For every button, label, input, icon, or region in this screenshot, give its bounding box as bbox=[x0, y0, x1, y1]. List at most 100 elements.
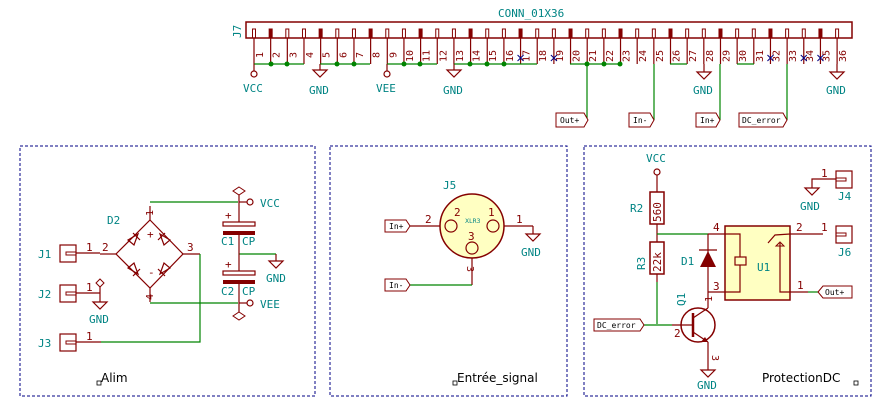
wire-j3-bridge bbox=[101, 254, 201, 343]
vee-symbol-header: VEE bbox=[376, 64, 396, 95]
header-pin-number: 23 bbox=[622, 50, 633, 62]
global-label-in-minus[interactable]: In- bbox=[628, 112, 655, 128]
resistor-r2[interactable]: 560 R2 bbox=[630, 191, 665, 242]
global-label-out-plus[interactable]: Out+ bbox=[555, 112, 589, 128]
no-connect-icon bbox=[817, 54, 824, 62]
global-label-in-plus[interactable]: In+ bbox=[695, 112, 721, 128]
header-pin-number: 28 bbox=[705, 50, 716, 62]
header-pin-stub bbox=[601, 28, 606, 39]
header-pin-number: 36 bbox=[838, 50, 849, 62]
diode-d1[interactable]: D1 bbox=[681, 234, 717, 300]
header-pin-stub bbox=[685, 28, 690, 39]
relay-u1[interactable]: U1 4 3 2 1 bbox=[708, 221, 823, 301]
header-pin-number: 16 bbox=[505, 50, 516, 62]
connector-j4[interactable]: 1 J4 GND bbox=[800, 167, 853, 213]
svg-text:Out+: Out+ bbox=[560, 116, 579, 125]
header-pin-number: 15 bbox=[488, 50, 499, 62]
svg-text:VEE: VEE bbox=[260, 298, 280, 311]
sheet-frame-entree-signal[interactable] bbox=[329, 145, 568, 397]
connector-j6[interactable]: 1 J6 bbox=[821, 221, 853, 259]
svg-text:2: 2 bbox=[674, 327, 681, 340]
svg-text:DC_error: DC_error bbox=[742, 116, 781, 125]
svg-text:1: 1 bbox=[797, 279, 804, 292]
sheet-anchor-icon bbox=[452, 380, 458, 386]
global-label-in-plus-entree[interactable]: In+ bbox=[384, 219, 411, 233]
global-label-in-minus-entree[interactable]: In- bbox=[384, 278, 411, 292]
header-pin-stub bbox=[551, 28, 556, 39]
svg-text:VEE: VEE bbox=[376, 82, 396, 95]
sheet-anchor-icon bbox=[853, 380, 859, 386]
vee-symbol-alim: VEE bbox=[239, 298, 280, 311]
header-pin-number: 18 bbox=[538, 50, 549, 62]
no-connect-icon bbox=[550, 54, 558, 62]
header-pin-stub bbox=[635, 28, 640, 39]
header-pin-stub bbox=[518, 28, 523, 39]
header-pin-stub bbox=[668, 28, 673, 39]
svg-text:+: + bbox=[147, 228, 154, 241]
connector-j1[interactable]: 1 J1 bbox=[38, 241, 100, 263]
svg-text:1: 1 bbox=[516, 213, 523, 226]
header-pin-stub bbox=[535, 28, 540, 39]
svg-text:Q1: Q1 bbox=[675, 293, 688, 306]
sheet-frame-protection-dc[interactable] bbox=[583, 145, 872, 397]
svg-text:1: 1 bbox=[704, 296, 715, 302]
svg-text:J6: J6 bbox=[838, 246, 851, 259]
header-pin-number: 32 bbox=[771, 50, 782, 62]
vcc-symbol-header: VCC bbox=[243, 64, 263, 95]
svg-text:3: 3 bbox=[709, 355, 720, 361]
header-pin-number: 3 bbox=[288, 52, 299, 58]
svg-text:GND: GND bbox=[697, 379, 717, 392]
bridge-rectifier-d2[interactable]: + - 1 2 3 4 D2 bbox=[100, 206, 200, 302]
header-pin-stub bbox=[451, 28, 456, 39]
gnd-symbol-header-4: GND bbox=[826, 64, 846, 97]
sheet-name-entree-signal: Entrée_signal bbox=[457, 371, 538, 385]
resistor-r3[interactable]: 22k R3 bbox=[635, 241, 665, 282]
header-pin-stub bbox=[485, 28, 490, 39]
global-label-out-plus-protection[interactable]: Out+ bbox=[817, 285, 853, 299]
svg-text:GND: GND bbox=[521, 246, 541, 259]
connector-j2[interactable]: 1 J2 GND bbox=[38, 278, 109, 326]
svg-text:4: 4 bbox=[145, 294, 156, 300]
gnd-symbol-header-3: GND bbox=[693, 64, 713, 97]
header-pin-number: 21 bbox=[588, 50, 599, 62]
header-pin-number: 34 bbox=[805, 50, 816, 62]
svg-text:3: 3 bbox=[713, 280, 720, 293]
header-pin-stub bbox=[351, 28, 356, 39]
capacitor-c2[interactable]: + C2 CP bbox=[221, 258, 256, 312]
header-pin-number: 22 bbox=[605, 50, 616, 62]
header-pin-number: 7 bbox=[355, 52, 366, 58]
sheet-alim: + - 1 2 3 4 D2 1 J1 1 bbox=[38, 186, 286, 386]
header-value: CONN_01X36 bbox=[498, 7, 564, 20]
connector-j3[interactable]: 1 J3 bbox=[38, 330, 101, 352]
svg-text:R3: R3 bbox=[635, 257, 648, 270]
svg-text:J2: J2 bbox=[38, 288, 51, 301]
header-pin-stub bbox=[418, 28, 423, 39]
capacitor-c1[interactable]: + C1 CP bbox=[221, 195, 256, 262]
header-pin-number: 24 bbox=[638, 50, 649, 62]
svg-text:1: 1 bbox=[488, 206, 495, 219]
header-pin-stub bbox=[701, 28, 706, 39]
header-pin-stub bbox=[252, 28, 256, 39]
pwr-flag-icon bbox=[232, 186, 246, 196]
header-pin-number: 35 bbox=[821, 50, 832, 62]
header-pin-number: 5 bbox=[322, 52, 333, 58]
header-pin-number: 19 bbox=[555, 50, 566, 62]
header-junctions bbox=[268, 61, 623, 67]
svg-text:+: + bbox=[225, 209, 232, 222]
gnd-symbol-protection: GND bbox=[697, 369, 717, 392]
svg-text:DC_error: DC_error bbox=[597, 321, 636, 330]
svg-text:D1: D1 bbox=[681, 255, 694, 268]
global-label-dc-error-protection[interactable]: DC_error bbox=[593, 318, 645, 332]
xlr-connector-j5[interactable]: 2 1 3 XLR3 J5 2 1 3 bbox=[410, 179, 533, 285]
header-pin-stub bbox=[401, 28, 406, 39]
header-pin-number: 1 bbox=[255, 52, 266, 58]
sheet-frame-alim[interactable] bbox=[19, 145, 316, 397]
header-pin-stub bbox=[801, 28, 806, 39]
vcc-symbol-protection: VCC bbox=[646, 152, 666, 192]
svg-text:1: 1 bbox=[86, 281, 93, 294]
transistor-q1[interactable]: Q1 1 2 3 bbox=[672, 293, 720, 370]
header-pin-number: 26 bbox=[672, 50, 683, 62]
global-label-dc-error[interactable]: DC_error bbox=[738, 112, 788, 128]
header-pin-number: 27 bbox=[688, 50, 699, 62]
